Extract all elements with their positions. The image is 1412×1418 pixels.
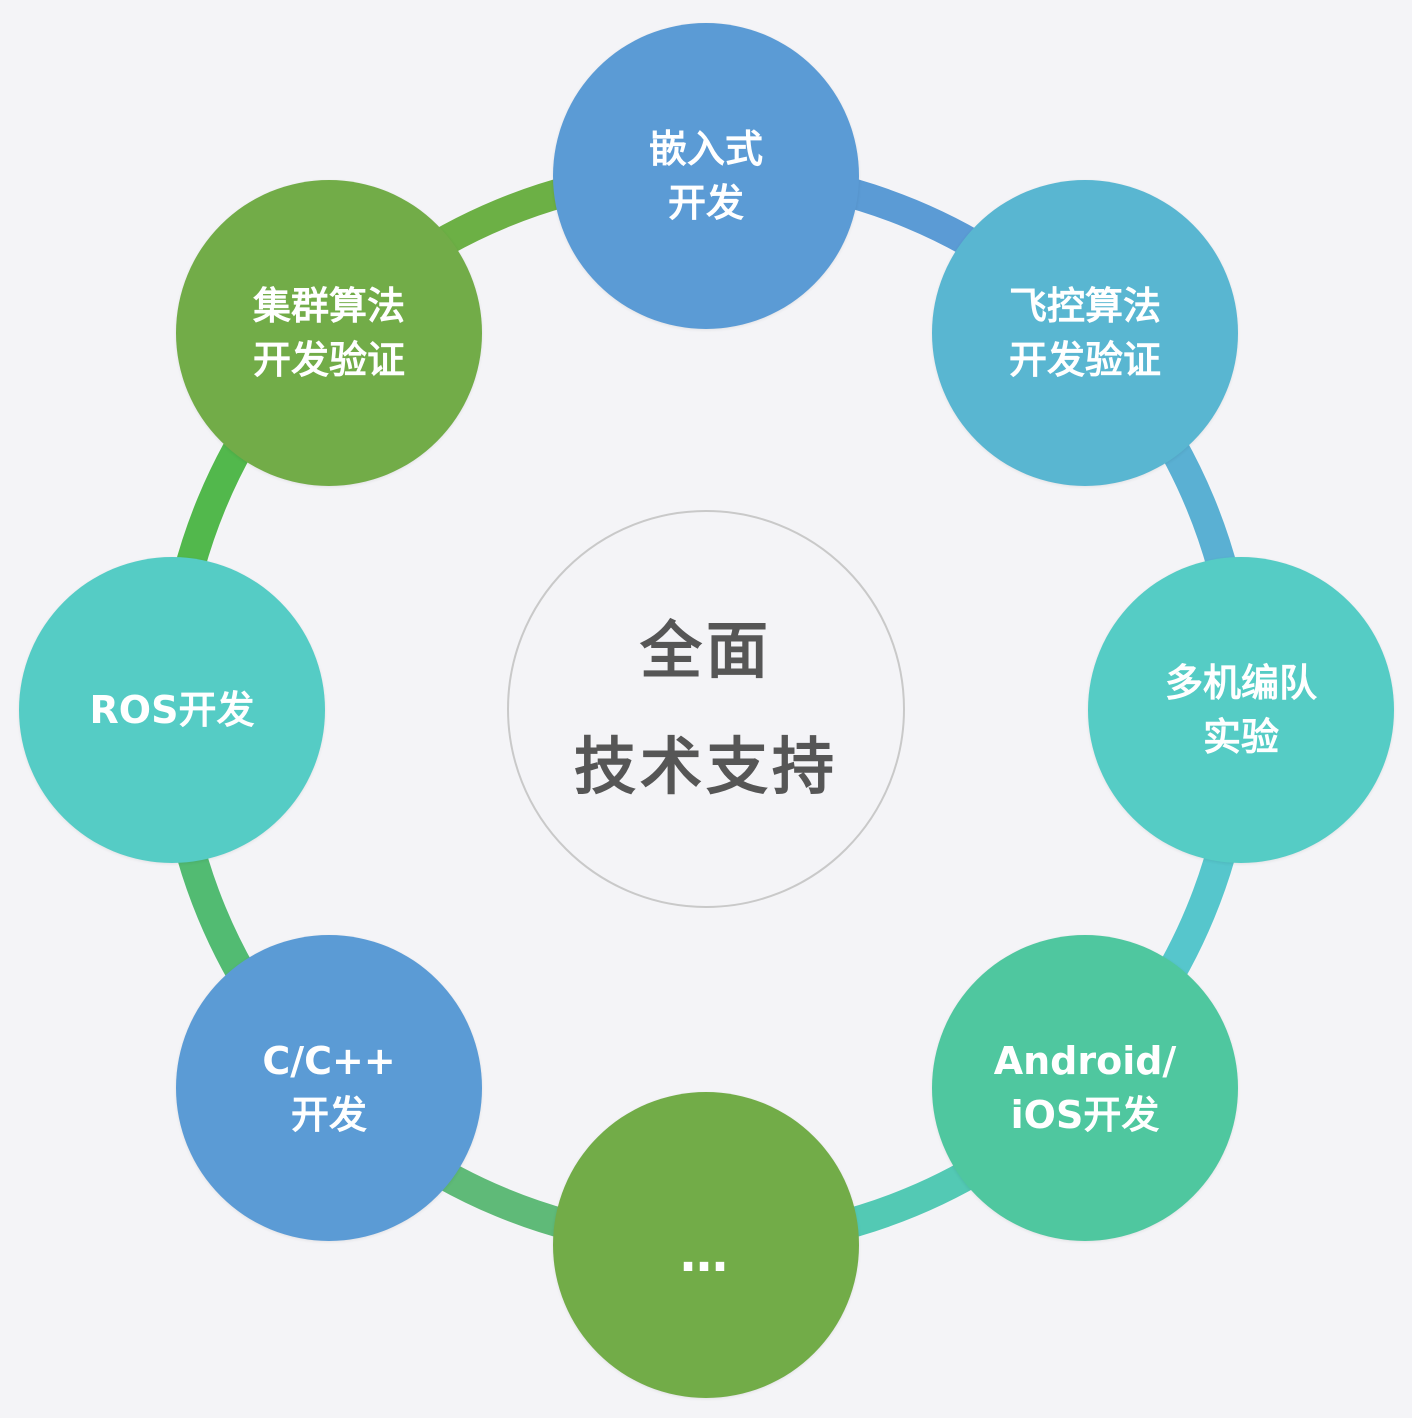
node-more: … (553, 1092, 859, 1398)
center-circle: 全面 技术支持 (507, 510, 905, 908)
node-ros-line1: ROS开发 (89, 688, 255, 732)
node-embedded: 嵌入式 开发 (553, 23, 859, 329)
node-flight-control: 飞控算法 开发验证 (932, 180, 1238, 486)
node-formation: 多机编队 实验 (1088, 557, 1394, 863)
node-embedded-line1: 嵌入式 (648, 127, 763, 171)
node-flight-control-line1: 飞控算法 (1008, 284, 1161, 328)
center-title-line1: 全面 (639, 614, 772, 687)
node-embedded-line2: 开发 (667, 181, 744, 225)
center-title-line2: 技术支持 (573, 730, 838, 803)
node-ros: ROS开发 (19, 557, 325, 863)
node-cpp-line1: C/C++ (262, 1039, 396, 1083)
node-android-ios-line1: Android/ (993, 1039, 1177, 1083)
node-android-ios-line2: iOS开发 (1010, 1093, 1160, 1137)
node-cpp: C/C++ 开发 (176, 935, 482, 1241)
node-swarm: 集群算法 开发验证 (176, 180, 482, 486)
node-swarm-line2: 开发验证 (252, 338, 405, 382)
node-swarm-line1: 集群算法 (252, 284, 405, 328)
node-flight-control-line2: 开发验证 (1008, 338, 1161, 382)
node-android-ios: Android/ iOS开发 (932, 935, 1238, 1241)
node-formation-line2: 实验 (1202, 715, 1279, 759)
node-more-ellipsis: … (680, 1227, 732, 1283)
node-formation-line1: 多机编队 (1164, 661, 1317, 705)
node-cpp-line2: 开发 (290, 1093, 367, 1137)
